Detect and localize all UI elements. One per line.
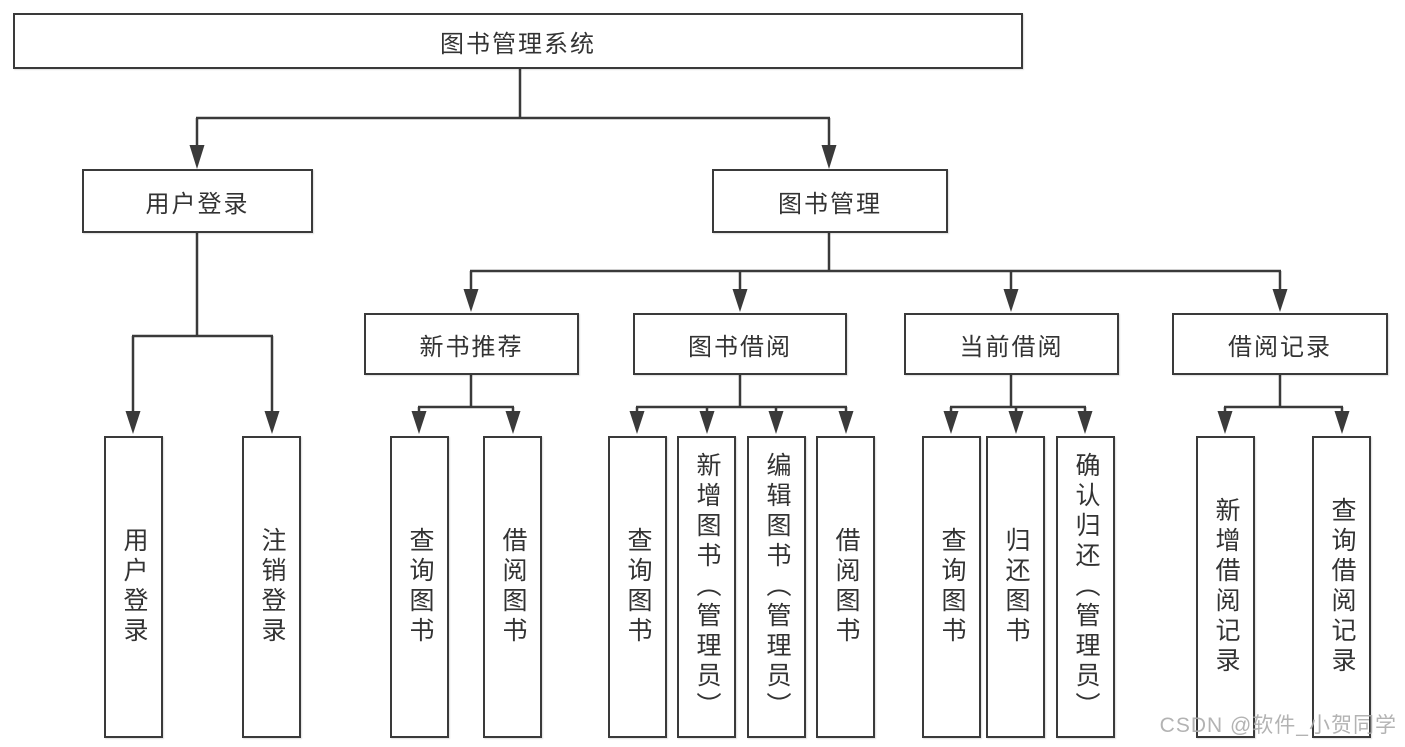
connector-paths	[131, 67, 1344, 413]
node-current-borrowing: 当前借阅	[904, 313, 1119, 375]
leaf-label: 归还图书	[1002, 527, 1030, 647]
leaf-borrow-books: 借阅图书	[816, 436, 875, 738]
leaf-add-books-admin: 新增图书（管理员）	[677, 436, 736, 738]
node-borrowing-records: 借阅记录	[1172, 313, 1388, 375]
leaf-query-books-borrowing: 查询图书	[608, 436, 667, 738]
leaf-confirm-return-admin: 确认归还（管理员）	[1056, 436, 1115, 738]
leaf-query-books-recommend: 查询图书	[390, 436, 449, 738]
leaf-borrow-books-recommend: 借阅图书	[483, 436, 542, 738]
leaf-logout: 注销登录	[242, 436, 301, 738]
leaf-label: 新增图书（管理员）	[693, 452, 721, 722]
arrow-icon	[125, 411, 141, 434]
leaf-label: 借阅图书	[832, 527, 860, 647]
arrow-icon	[505, 411, 521, 434]
node-book-management: 图书管理	[712, 169, 948, 233]
leaf-query-books-current: 查询图书	[922, 436, 981, 738]
leaf-label: 注销登录	[258, 527, 286, 647]
arrow-icon	[411, 411, 427, 434]
leaf-return-books: 归还图书	[986, 436, 1045, 738]
leaf-label: 查询图书	[938, 527, 966, 647]
leaf-label: 查询借阅记录	[1328, 497, 1356, 677]
arrow-icon	[1217, 411, 1233, 434]
arrow-icon	[838, 411, 854, 434]
node-new-book-recommendation: 新书推荐	[364, 313, 579, 375]
arrow-icon	[732, 289, 748, 312]
arrow-icon	[463, 289, 479, 312]
arrow-icon	[1077, 411, 1093, 434]
arrow-icon	[821, 145, 837, 169]
arrow-icon	[1008, 411, 1024, 434]
leaf-label: 借阅图书	[499, 527, 527, 647]
arrowheads	[125, 145, 1350, 434]
leaf-label: 用户登录	[120, 527, 148, 647]
arrow-icon	[264, 411, 280, 434]
node-book-management-system: 图书管理系统	[13, 13, 1023, 69]
arrow-icon	[629, 411, 645, 434]
arrow-icon	[1334, 411, 1350, 434]
csdn-watermark: CSDN @软件_小贺同学	[1159, 714, 1397, 737]
leaf-label: 查询图书	[406, 527, 434, 647]
leaf-label: 确认归还（管理员）	[1072, 452, 1100, 722]
leaf-add-borrow-record: 新增借阅记录	[1196, 436, 1255, 738]
leaf-label: 查询图书	[624, 527, 652, 647]
leaf-label: 编辑图书（管理员）	[763, 452, 791, 722]
arrow-icon	[189, 145, 205, 169]
arrow-icon	[1003, 289, 1019, 312]
leaf-label: 新增借阅记录	[1212, 497, 1240, 677]
arrow-icon	[768, 411, 784, 434]
arrow-icon	[1272, 289, 1288, 312]
arrow-icon	[699, 411, 715, 434]
leaf-query-borrow-record: 查询借阅记录	[1312, 436, 1371, 738]
node-user-login: 用户登录	[82, 169, 313, 233]
node-book-borrowing: 图书借阅	[633, 313, 847, 375]
leaf-edit-books-admin: 编辑图书（管理员）	[747, 436, 806, 738]
leaf-user-login: 用户登录	[104, 436, 163, 738]
arrow-icon	[943, 411, 959, 434]
